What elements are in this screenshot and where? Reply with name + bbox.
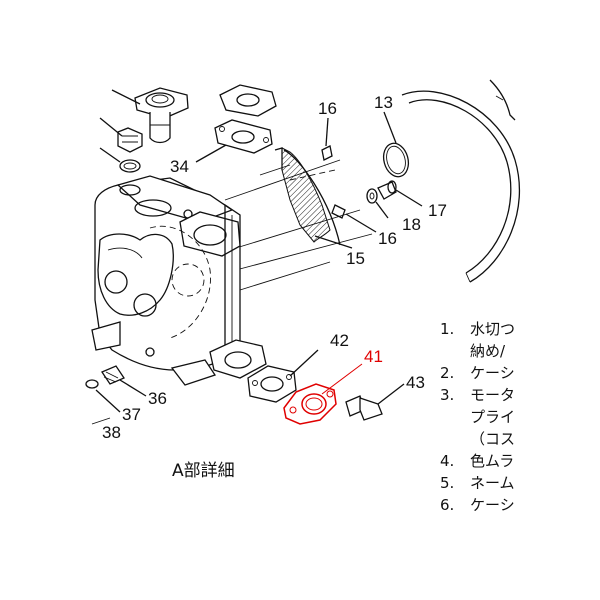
washer-37 [85, 379, 99, 389]
label-34: 34 [170, 157, 189, 176]
label-17: 17 [428, 201, 447, 220]
note-5-index: 5. [440, 474, 454, 492]
small-clip-16-lower [331, 204, 346, 219]
bolt-43 [345, 395, 383, 421]
label-15: 15 [346, 249, 365, 268]
small-o-ring-left [119, 159, 141, 173]
label-43: 43 [406, 373, 425, 392]
label-16-top: 16 [318, 99, 337, 118]
label-37: 37 [122, 405, 141, 424]
note-2-index: 2. [440, 364, 454, 382]
note-3-cont: プライ [470, 408, 515, 426]
note-3-cont2: （コス [470, 430, 515, 448]
pump-casing [91, 175, 267, 386]
note-1-index: 1. [440, 320, 454, 338]
drain-plug-36 [101, 365, 125, 385]
label-18: 18 [402, 215, 421, 234]
label-41: 41 [364, 347, 383, 366]
label-36: 36 [148, 389, 167, 408]
label-16-lower: 16 [378, 229, 397, 248]
label-42: 42 [330, 331, 349, 350]
flange-41-highlighted [283, 383, 337, 425]
detail-caption: A部詳細 [172, 461, 235, 481]
small-fitting-left [117, 127, 143, 153]
note-2-text: ケーシ [470, 364, 515, 382]
notes-list: 1. 水切つ 納め/ 2. ケーシ 3. モータ プライ （コス 4. 色ムラ … [440, 320, 515, 514]
washer-18 [366, 188, 378, 204]
label-38: 38 [102, 423, 121, 442]
note-6-index: 6. [440, 496, 454, 514]
upper-flange-fitting [219, 84, 277, 117]
label-13: 13 [374, 93, 393, 112]
note-5-text: ネーム [470, 474, 515, 492]
note-3-text: モータ [470, 386, 515, 404]
bolt-17 [377, 180, 397, 200]
note-4-index: 4. [440, 452, 454, 470]
assembly-guide-lines [224, 159, 373, 291]
small-clip-16-upper [321, 145, 333, 161]
large-ring-part [401, 79, 521, 283]
note-1-text: 水切つ [470, 320, 515, 338]
note-1-cont: 納め/ [470, 342, 506, 360]
gasket-34 [214, 119, 273, 154]
leader-lines [95, 89, 423, 413]
o-ring-13 [382, 142, 410, 178]
top-cap-assembly [134, 87, 189, 144]
part-38-edge [91, 417, 111, 425]
strainer-plate-15 [274, 147, 341, 246]
note-6-text: ケーシ [470, 496, 515, 514]
note-4-text: 色ムラ [470, 452, 514, 470]
gasket-42 [247, 365, 297, 403]
note-3-index: 3. [440, 386, 454, 404]
